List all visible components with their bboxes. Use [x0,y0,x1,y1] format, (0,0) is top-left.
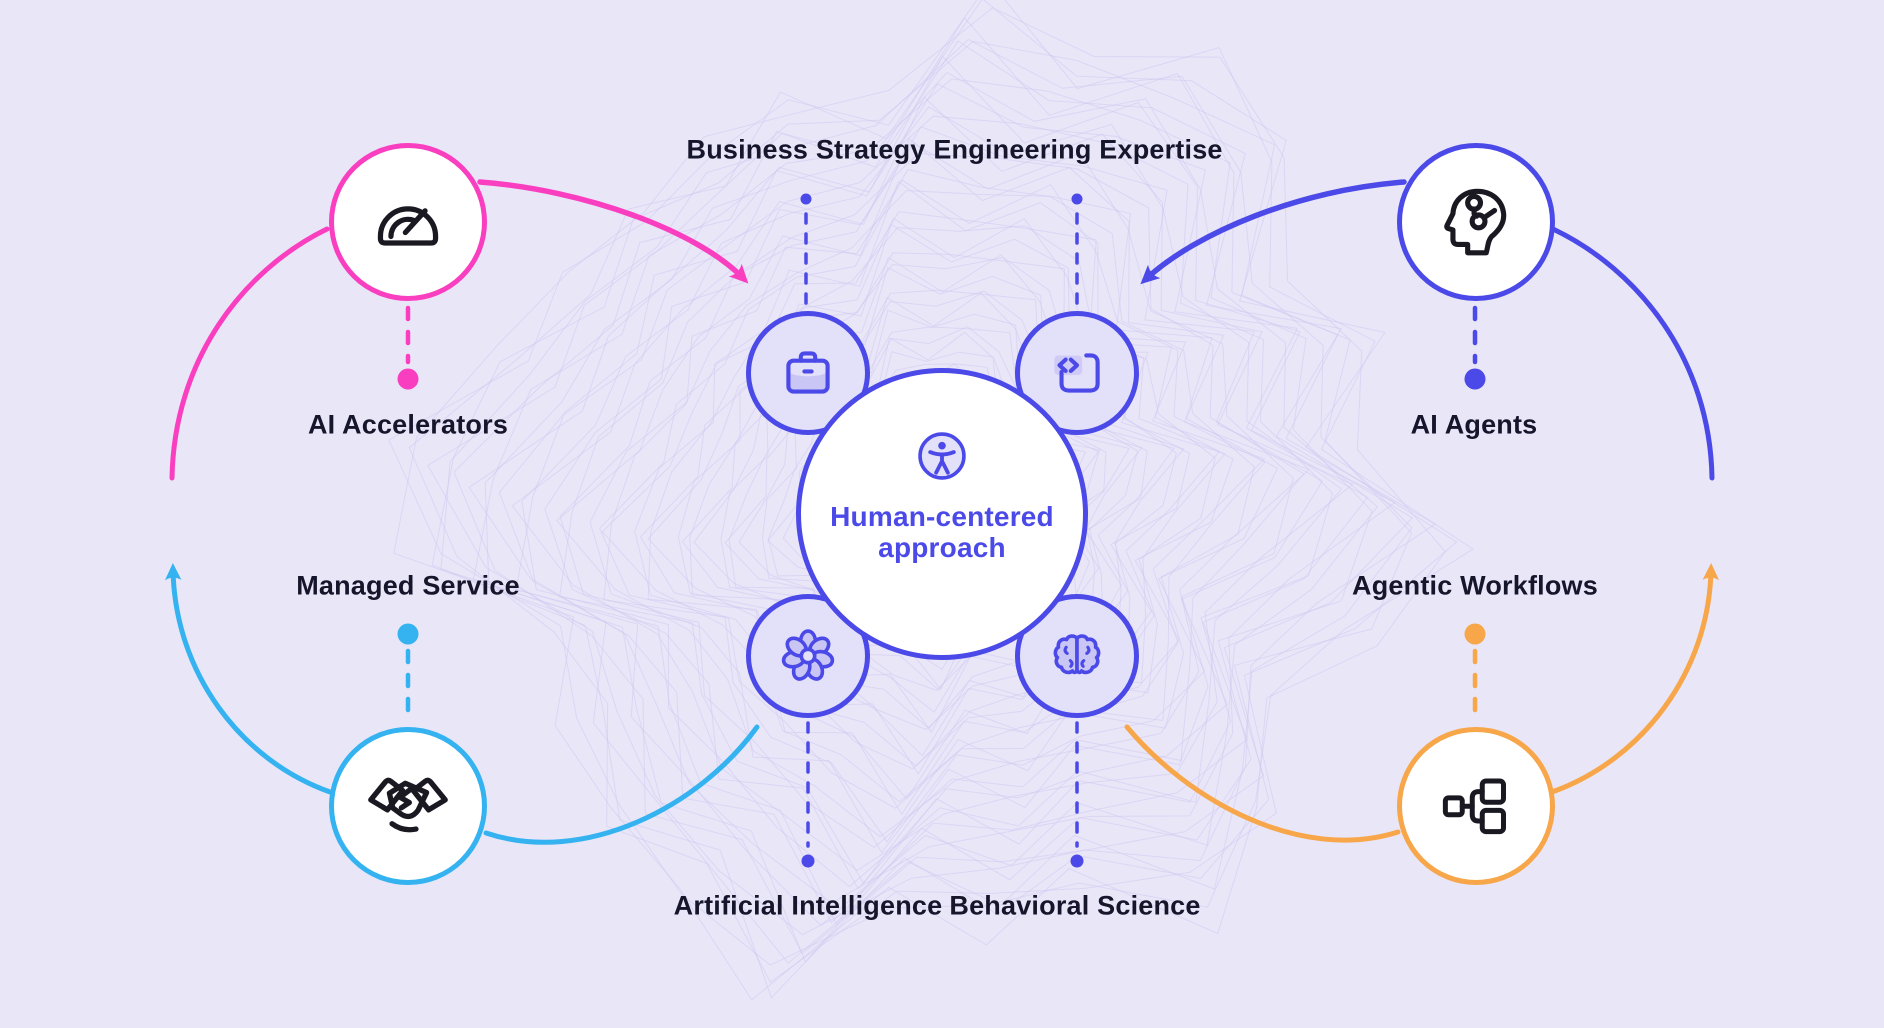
cyan-left-arc-arrow [164,563,333,795]
workflow-icon [1442,778,1506,835]
pink-top-arrow [477,179,749,284]
orange-bottom-arc [1124,724,1401,843]
label-artificial-intelligence: Artificial Intelligence [673,890,943,921]
briefcase-icon [786,351,830,394]
blue-right-arc [1550,226,1715,481]
flower-icon [781,629,835,681]
orbit-node-ai-accelerators [329,143,487,301]
label-ai-accelerators: AI Accelerators [307,409,509,440]
orbit-node-managed-service [329,727,487,885]
cyan-bottom-arc [483,724,760,845]
inward-arrows [477,179,1407,285]
speedometer-icon [377,206,439,246]
orbit-node-agentic-workflows [1397,727,1555,885]
center-node-human-centered: Human-centered approach [796,368,1088,660]
label-managed-service: Managed Service [296,570,520,601]
pillar-node-artificial-intelligence [746,594,870,718]
head-circuit-icon [1444,188,1507,256]
label-behavioral-science: Behavioral Science [949,890,1201,921]
label-agentic-workflows: Agentic Workflows [1352,570,1598,601]
orbit-arcs [164,226,1720,845]
label-business-strategy: Business Strategy [686,134,926,165]
code-icon [1054,353,1100,393]
label-ai-agents: AI Agents [1410,409,1538,440]
orbit-node-ai-agents [1397,143,1555,301]
handshake-icon [368,777,448,832]
accessibility-icon [918,432,966,480]
pillar-leader-lines [800,193,1084,868]
center-title: Human-centered approach [830,501,1054,563]
orbit-leader-lines [397,305,1486,722]
label-engineering-expertise: Engineering Expertise [933,134,1223,165]
orange-right-arc-arrow [1549,563,1720,795]
blue-top-arrow [1140,179,1407,285]
brain-icon [1053,634,1101,675]
pink-left-arc [169,226,330,481]
